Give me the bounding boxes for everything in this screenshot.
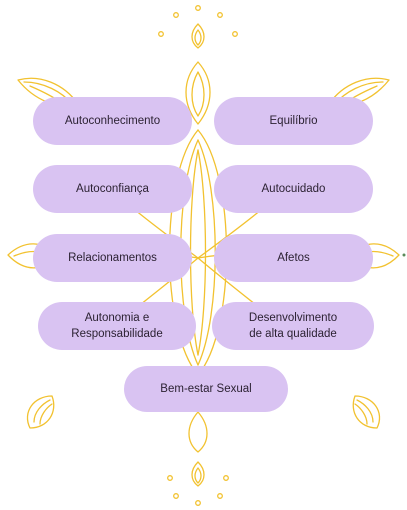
relacionamentos-pill: Relacionamentos [33, 234, 192, 282]
relacionamentos-label: Relacionamentos [68, 252, 157, 264]
autonomia-label-line2: Responsabilidade [71, 328, 163, 340]
autocuidado-label: Autocuidado [261, 183, 326, 195]
desenvolvimento-label-line1: Desenvolvimento [248, 312, 338, 324]
equilibrio-pill: Equilíbrio [214, 97, 373, 145]
autonomia-responsabilidade-pill: Autonomia e Responsabilidade [38, 302, 196, 350]
autoconhecimento-label: Autoconhecimento [64, 115, 161, 127]
autoconfianca-label: Autoconfiança [76, 183, 149, 195]
autoconfianca-pill: Autoconfiança [33, 165, 192, 213]
equilibrio-label: Equilíbrio [269, 115, 318, 127]
bem-estar-sexual-label: Bem-estar Sexual [160, 383, 252, 395]
afetos-label: Afetos [277, 252, 310, 264]
desenvolvimento-pill: Desenvolvimento de alta qualidade [212, 302, 374, 350]
autocuidado-pill: Autocuidado [214, 165, 373, 213]
afetos-pill: Afetos [214, 234, 373, 282]
desenvolvimento-label-line2: de alta qualidade [249, 328, 337, 340]
autonomia-label-line1: Autonomia e [84, 312, 150, 324]
autoconhecimento-pill: Autoconhecimento [33, 97, 192, 145]
bem-estar-sexual-pill: Bem-estar Sexual [124, 366, 288, 412]
